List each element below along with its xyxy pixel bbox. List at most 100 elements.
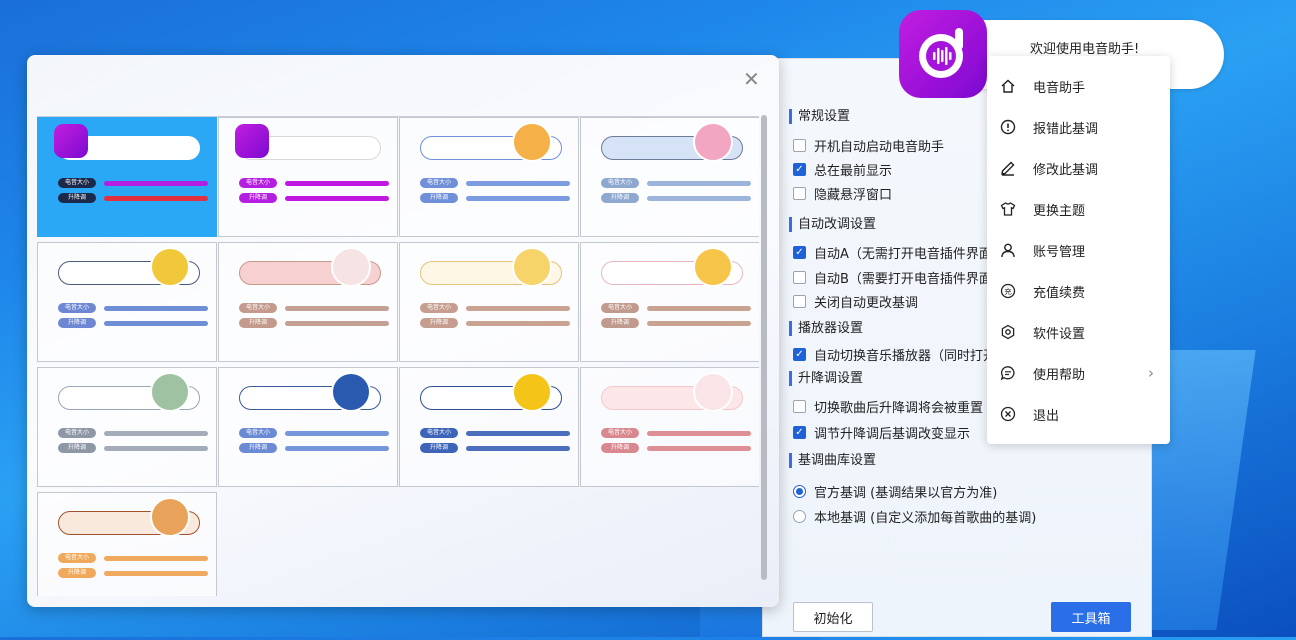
menu-item-edit[interactable]: 修改此基调 bbox=[987, 152, 1170, 184]
exit-icon bbox=[999, 405, 1017, 423]
theme-volume-bar bbox=[104, 181, 208, 186]
theme-avatar-icon bbox=[331, 372, 371, 412]
svg-text:充: 充 bbox=[1004, 286, 1012, 296]
theme-logo-icon bbox=[235, 124, 269, 158]
theme-volume-bar bbox=[285, 431, 389, 436]
theme-pitch-bar bbox=[466, 196, 570, 201]
theme-volume-label: 电音大小 bbox=[239, 428, 277, 438]
help-icon bbox=[999, 364, 1017, 382]
theme-pitch-label: 升降调 bbox=[58, 568, 96, 578]
option-hide-float[interactable]: 隐藏悬浮窗口 bbox=[793, 184, 892, 203]
theme-avatar-icon bbox=[693, 122, 733, 162]
menu-item-theme[interactable]: 更换主题 bbox=[987, 193, 1170, 225]
theme-volume-bar bbox=[285, 306, 389, 311]
theme-pitch-bar bbox=[466, 446, 570, 451]
init-button[interactable]: 初始化 bbox=[793, 602, 873, 632]
local-key-label: 本地基调 (自定义添加每首歌曲的基调) bbox=[814, 511, 1037, 526]
theme-card-green-girl[interactable]: 电音大小升降调 bbox=[37, 367, 217, 487]
theme-pitch-label: 升降调 bbox=[601, 318, 639, 328]
hide-float-checkbox[interactable] bbox=[793, 187, 806, 200]
menu-item-account[interactable]: 账号管理 bbox=[987, 234, 1170, 266]
close-icon[interactable]: ✕ bbox=[743, 67, 760, 91]
theme-card-pink-cat[interactable]: 电音大小升降调 bbox=[218, 242, 398, 362]
reset-on-switch-checkbox[interactable] bbox=[793, 400, 806, 413]
theme-volume-label: 电音大小 bbox=[601, 178, 639, 188]
scrollbar-thumb[interactable] bbox=[761, 115, 767, 580]
theme-pitch-label: 升降调 bbox=[601, 443, 639, 453]
on-top-label: 总在最前显示 bbox=[814, 164, 893, 179]
toolbox-button[interactable]: 工具箱 bbox=[1051, 602, 1131, 632]
theme-pitch-bar bbox=[104, 446, 208, 451]
close-auto-label: 关闭自动更改基调 bbox=[814, 296, 919, 311]
theme-card-cat-blue[interactable]: 电音大小升降调 bbox=[399, 117, 579, 237]
theme-avatar-icon bbox=[512, 122, 552, 162]
theme-avatar-icon bbox=[331, 247, 371, 287]
edit-icon bbox=[999, 159, 1017, 177]
option-local-key[interactable]: 本地基调 (自定义添加每首歌曲的基调) bbox=[793, 507, 1036, 526]
menu-item-label: 充值续费 bbox=[1033, 285, 1086, 301]
on-top-checkbox[interactable]: ✓ bbox=[793, 163, 806, 176]
option-close-auto[interactable]: 关闭自动更改基调 bbox=[793, 292, 918, 311]
theme-card-sailor-1[interactable]: 电音大小升降调 bbox=[399, 242, 579, 362]
option-autostart[interactable]: 开机自动启动电音助手 bbox=[793, 136, 944, 155]
theme-pitch-label: 升降调 bbox=[58, 443, 96, 453]
menu-item-report[interactable]: 报错此基调 bbox=[987, 111, 1170, 143]
hide-float-label: 隐藏悬浮窗口 bbox=[814, 188, 893, 203]
theme-card-purple[interactable]: 电音大小升降调 bbox=[218, 117, 398, 237]
section-general: 常规设置 bbox=[789, 109, 850, 124]
theme-volume-label: 电音大小 bbox=[420, 303, 458, 313]
theme-card-boy-blue[interactable]: 电音大小升降调 bbox=[37, 242, 217, 362]
local-key-radio[interactable] bbox=[793, 510, 806, 523]
theme-pitch-label: 升降调 bbox=[420, 443, 458, 453]
app-logo[interactable] bbox=[899, 10, 987, 98]
auto-switch-player-checkbox[interactable]: ✓ bbox=[793, 348, 806, 361]
theme-card-blue-boy[interactable]: 电音大小升降调 bbox=[218, 367, 398, 487]
autostart-checkbox[interactable] bbox=[793, 139, 806, 152]
theme-card-pink-bunny[interactable]: 电音大小升降调 bbox=[580, 367, 759, 487]
menu-item-settings[interactable]: 软件设置 bbox=[987, 316, 1170, 348]
theme-pitch-label: 升降调 bbox=[239, 193, 277, 203]
theme-card-dark-blue[interactable]: 电音大小升降调 bbox=[37, 117, 217, 237]
option-official-key[interactable]: 官方基调 (基调结果以官方为准) bbox=[793, 482, 997, 501]
theme-card-shiba[interactable]: 电音大小升降调 bbox=[37, 492, 217, 596]
close-auto-checkbox[interactable] bbox=[793, 295, 806, 308]
chevron-right-icon[interactable]: › bbox=[1148, 364, 1154, 382]
menu-item-assistant[interactable]: 电音助手 bbox=[987, 70, 1170, 102]
user-icon bbox=[999, 241, 1017, 259]
menu-item-recharge[interactable]: 充 充值续费 bbox=[987, 275, 1170, 307]
section-pitch: 升降调设置 bbox=[789, 371, 863, 386]
theme-grid: 电音大小升降调电音大小升降调电音大小升降调电音大小升降调电音大小升降调电音大小升… bbox=[37, 116, 759, 596]
official-key-label: 官方基调 (基调结果以官方为准) bbox=[814, 486, 998, 501]
theme-volume-label: 电音大小 bbox=[420, 178, 458, 188]
theme-card-psyduck[interactable]: 电音大小升降调 bbox=[399, 367, 579, 487]
theme-volume-label: 电音大小 bbox=[239, 303, 277, 313]
option-on-top[interactable]: ✓ 总在最前显示 bbox=[793, 160, 892, 179]
theme-pitch-bar bbox=[104, 321, 208, 326]
theme-avatar-icon bbox=[150, 497, 190, 537]
option-pitch-changes-key[interactable]: ✓ 调节升降调后基调改变显示 bbox=[793, 423, 970, 442]
pitch-changes-key-checkbox[interactable]: ✓ bbox=[793, 426, 806, 439]
auto-b-checkbox[interactable] bbox=[793, 271, 806, 284]
theme-pitch-bar bbox=[466, 321, 570, 326]
menu-item-help[interactable]: 使用帮助 bbox=[987, 357, 1170, 389]
official-key-radio[interactable] bbox=[793, 485, 806, 498]
menu-item-label: 修改此基调 bbox=[1033, 162, 1099, 178]
menu-item-exit[interactable]: 退出 bbox=[987, 398, 1170, 430]
theme-pitch-bar bbox=[285, 446, 389, 451]
home-icon bbox=[999, 77, 1017, 95]
option-auto-b[interactable]: 自动B（需要打开电音插件界面） bbox=[793, 268, 1005, 287]
option-reset-on-switch[interactable]: 切换歌曲后升降调将会被重置【0 bbox=[793, 397, 1004, 416]
theme-pitch-label: 升降调 bbox=[239, 443, 277, 453]
theme-volume-bar bbox=[466, 431, 570, 436]
theme-pitch-label: 升降调 bbox=[601, 193, 639, 203]
theme-card-sailor-2[interactable]: 电音大小升降调 bbox=[580, 242, 759, 362]
theme-pitch-bar bbox=[104, 196, 208, 201]
theme-volume-bar bbox=[104, 556, 208, 561]
theme-volume-label: 电音大小 bbox=[58, 178, 96, 188]
option-auto-a[interactable]: ✓自动A（无需打开电音插件界面） bbox=[793, 243, 1005, 262]
theme-pitch-bar bbox=[647, 321, 751, 326]
theme-card-peppa[interactable]: 电音大小升降调 bbox=[580, 117, 759, 237]
pitch-changes-key-label: 调节升降调后基调改变显示 bbox=[814, 427, 971, 442]
auto-a-checkbox[interactable]: ✓ bbox=[793, 246, 806, 259]
theme-pitch-bar bbox=[285, 196, 389, 201]
